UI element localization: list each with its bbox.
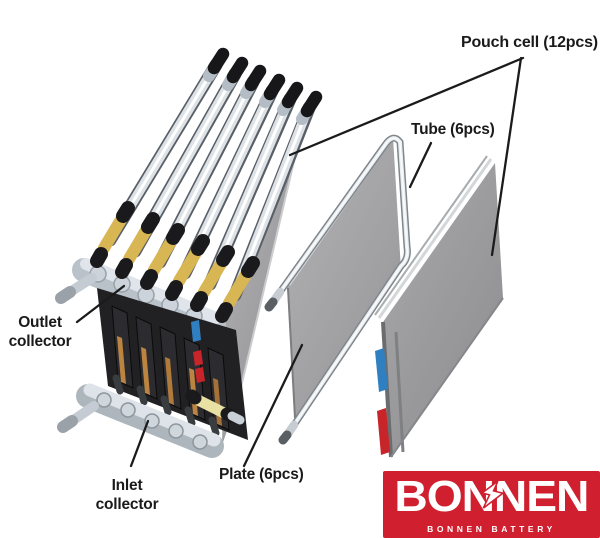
module-tab-red (193, 350, 203, 366)
leader-outlet-collector (75, 284, 126, 324)
module-tab-blue (191, 320, 201, 342)
logo-tagline: BONNEN BATTERY (427, 524, 556, 534)
cooling-plate (287, 137, 401, 420)
pouch-cell (374, 155, 504, 458)
leader-pouch-cell-left (288, 56, 525, 157)
module-tubes (103, 47, 323, 302)
cooling-tube (264, 134, 411, 445)
leader-plate (242, 343, 304, 468)
outlet-collector (55, 201, 260, 336)
pouch-cell-body (383, 163, 503, 457)
label-inlet-collector: Inlet collector (95, 477, 159, 513)
lightning-bolt-icon (479, 480, 505, 509)
leader-pouch-cell-right (490, 56, 523, 257)
leader-tube (408, 141, 433, 189)
leader-inlet-collector (129, 419, 150, 468)
cell-tab-blue (375, 348, 388, 392)
label-tube: Tube (6pcs) (411, 121, 495, 138)
leader-lines (75, 56, 525, 468)
inlet-collector (57, 374, 245, 458)
cell-tab-red (377, 408, 390, 455)
cooling-plate-assembly (264, 134, 411, 445)
battery-module-assembly (55, 47, 323, 458)
logo-wordmark-wrap: BONNEN (395, 475, 590, 519)
label-plate: Plate (6pcs) (219, 466, 304, 483)
label-pouch-cell: Pouch cell (12pcs) (461, 34, 598, 51)
module-cell-panel (222, 110, 306, 445)
module-tab-red-2 (195, 367, 205, 383)
bonnen-logo: BONNEN BONNEN BATTERY (383, 471, 600, 538)
label-outlet-collector: Outlet collector (8, 314, 72, 350)
